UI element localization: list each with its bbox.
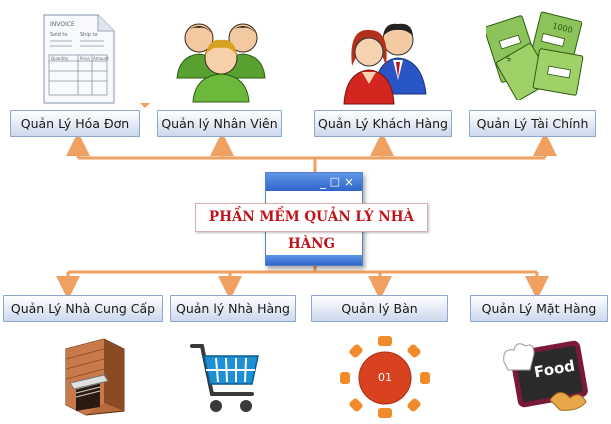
module-box-customers[interactable]: Quản Lý Khách Hàng xyxy=(314,110,452,137)
invoice-col-qty: Quantity xyxy=(51,56,69,61)
svg-text:$: $ xyxy=(505,54,513,64)
module-box-invoices[interactable]: Quản Lý Hóa Đơn xyxy=(10,110,140,137)
close-icon: × xyxy=(343,175,354,189)
invoice-heading: INVOICE xyxy=(50,21,75,28)
invoice-col-amount: Amount xyxy=(93,56,109,61)
module-box-staff[interactable]: Quản lý Nhân Viên xyxy=(157,110,282,137)
invoice-col-price: Price xyxy=(80,56,90,61)
module-box-items[interactable]: Quản Lý Mặt Hàng xyxy=(470,295,608,322)
window-titlebar: _ □ × xyxy=(266,173,362,191)
money-icon: $ 1000 xyxy=(483,10,586,101)
module-box-finance[interactable]: Quản Lý Tài Chính xyxy=(469,110,596,137)
invoice-icon: INVOICE Sold to Ship to Quantity Price A… xyxy=(42,13,116,105)
window-bottom-bar xyxy=(266,255,362,265)
store-building-icon xyxy=(60,335,130,417)
invoice-sold-to: Sold to xyxy=(50,32,68,38)
staff-group-icon xyxy=(175,16,267,104)
main-title: PHẦN MỀM QUẢN LÝ NHÀ HÀNG xyxy=(195,203,428,252)
module-box-tables[interactable]: Quản lý Bàn xyxy=(311,295,448,322)
customers-icon xyxy=(340,18,430,106)
table-number: 01 xyxy=(378,371,392,384)
module-box-suppliers[interactable]: Quản Lý Nhà Cung Cấp xyxy=(3,295,163,322)
minimize-icon: _ xyxy=(320,175,326,189)
food-menu-icon: Food xyxy=(500,340,590,414)
invoice-ship-to: Ship to xyxy=(80,32,98,38)
maximize-icon: □ xyxy=(329,175,340,188)
table-icon: 01 xyxy=(340,336,430,420)
shopping-cart-icon xyxy=(190,340,262,416)
module-box-restaurant[interactable]: Quản lý Nhà Hàng xyxy=(170,295,296,322)
